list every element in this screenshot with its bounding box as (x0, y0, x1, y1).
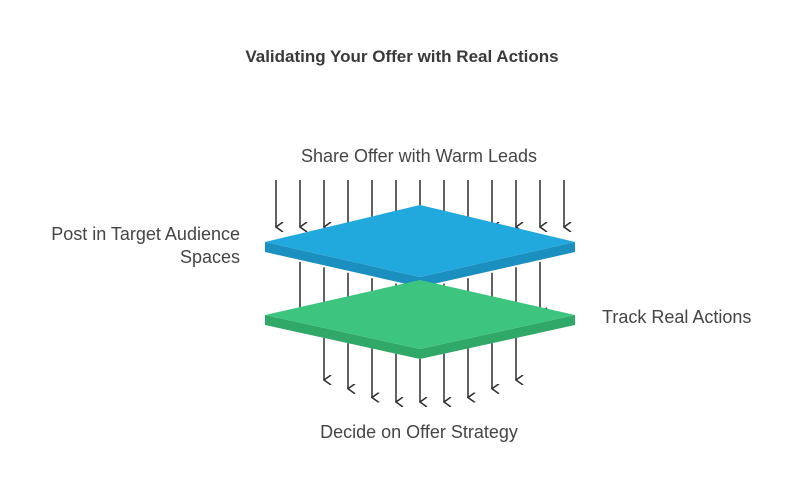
diagram-title: Validating Your Offer with Real Actions (245, 47, 559, 66)
label-decide-offer-strategy: Decide on Offer Strategy (320, 422, 518, 442)
bottom-plane-face (265, 280, 575, 349)
arrows-into-top-plane (276, 180, 564, 227)
bottom-plane-side (265, 315, 575, 359)
top-plane-side (265, 242, 575, 287)
label-post-target-audience: Post in Target Audience Spaces (51, 224, 240, 267)
label-track-real-actions: Track Real Actions (602, 307, 752, 327)
bottom-plane (265, 280, 575, 359)
label-share-offer: Share Offer with Warm Leads (300, 146, 538, 166)
top-plane-face (265, 205, 575, 277)
arrows-out-of-bottom-plane (324, 337, 516, 402)
top-plane (265, 205, 575, 287)
